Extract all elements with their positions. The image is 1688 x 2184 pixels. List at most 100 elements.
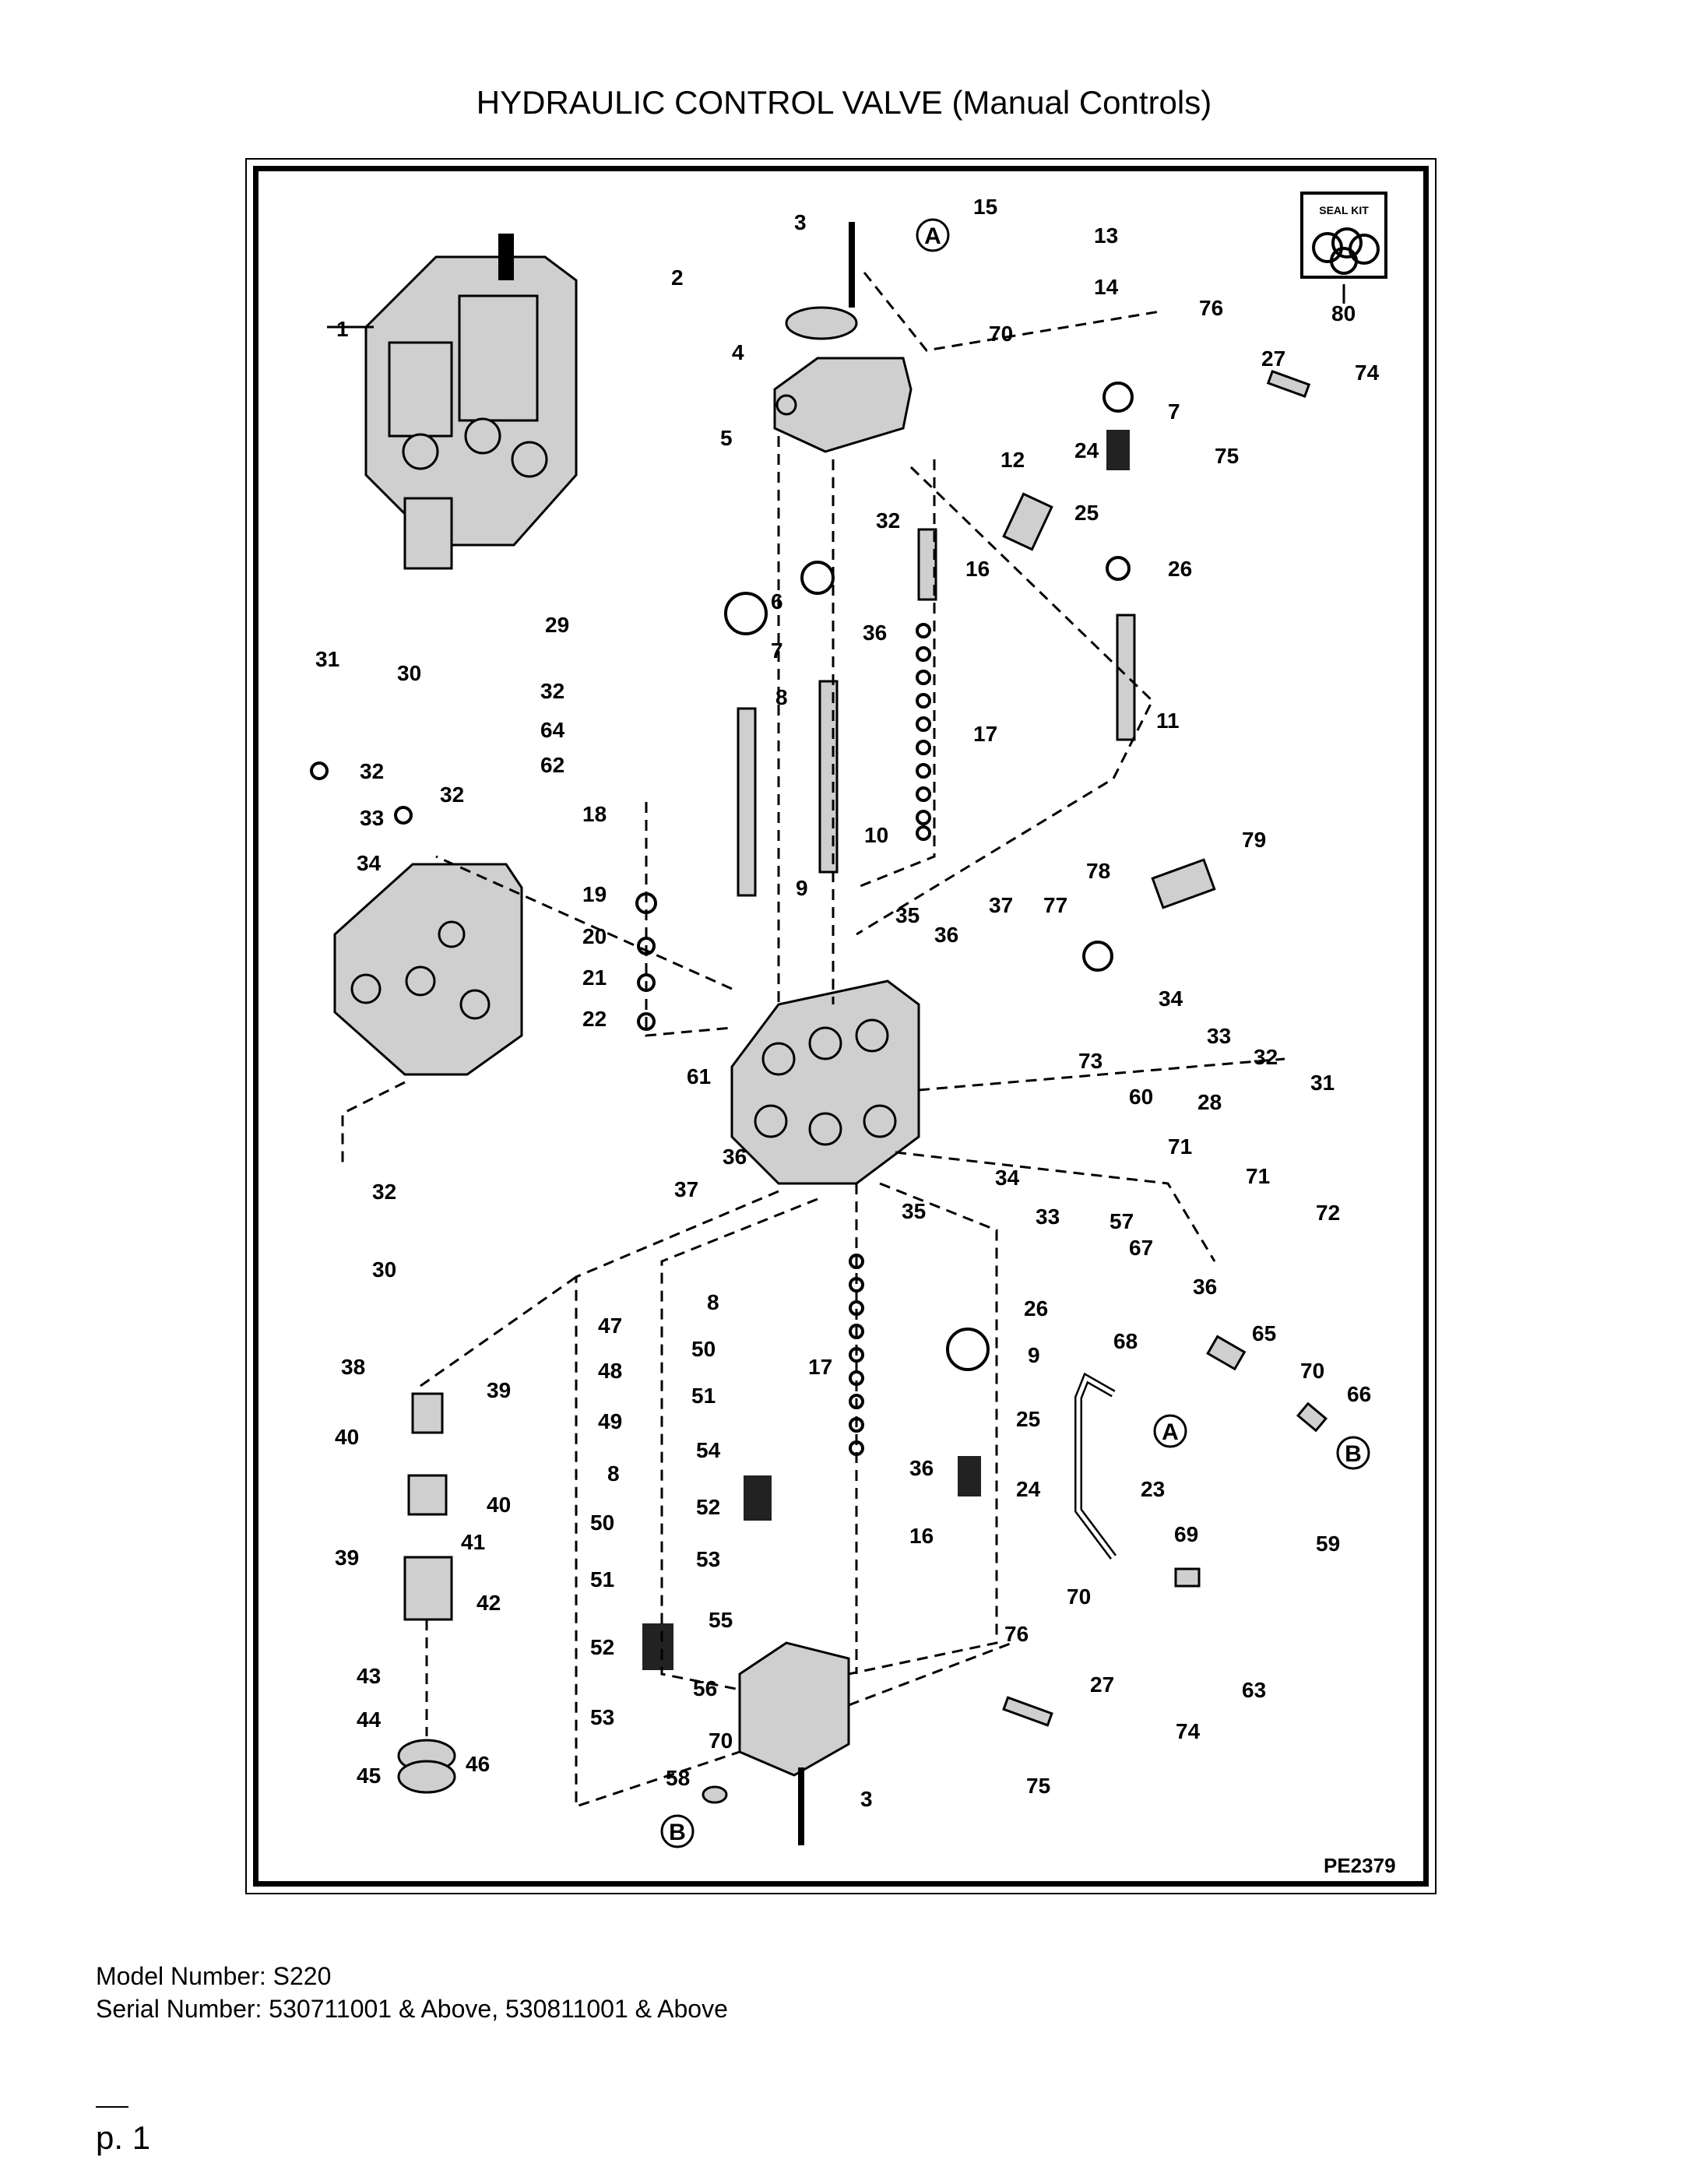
callout-79: 79 — [1242, 828, 1266, 852]
callout-48: 48 — [598, 1359, 622, 1383]
seal-kit-icon: SEAL KIT — [1300, 192, 1387, 304]
callout-32: 32 — [360, 759, 384, 783]
valve-body-illustration — [333, 863, 523, 1076]
callout-41: 41 — [461, 1530, 485, 1554]
callout-62: 62 — [540, 753, 564, 777]
model-number: Model Number: S220 — [96, 1962, 332, 1990]
callout-44: 44 — [357, 1707, 382, 1732]
callout-28: 28 — [1197, 1090, 1222, 1114]
callout-51: 51 — [590, 1567, 614, 1591]
callout-32: 32 — [372, 1180, 396, 1204]
callout-52: 52 — [696, 1495, 720, 1519]
callout-33: 33 — [1207, 1024, 1231, 1048]
callout-17: 17 — [808, 1355, 832, 1379]
callout-30: 30 — [397, 661, 421, 685]
callout-39: 39 — [335, 1546, 359, 1570]
callout-8: 8 — [707, 1290, 719, 1314]
callout-21: 21 — [582, 965, 607, 990]
callout-55: 55 — [709, 1608, 733, 1632]
callout-54: 54 — [696, 1438, 721, 1462]
callout-2: 2 — [671, 266, 684, 290]
callout-32: 32 — [540, 679, 564, 703]
callout-78: 78 — [1086, 859, 1110, 883]
callout-26: 26 — [1168, 557, 1192, 581]
callout-70: 70 — [1300, 1359, 1324, 1383]
callout-27: 27 — [1261, 346, 1285, 371]
callout-66: 66 — [1347, 1382, 1371, 1406]
callout-45: 45 — [357, 1764, 381, 1788]
callout-13: 13 — [1094, 223, 1118, 248]
callout-8: 8 — [775, 685, 788, 709]
callout-32: 32 — [440, 783, 464, 807]
callout-53: 53 — [590, 1705, 614, 1729]
callout-36: 36 — [1193, 1275, 1217, 1299]
valve-assembly-illustration — [327, 234, 578, 570]
main-valve-body-illustration — [730, 979, 920, 1185]
serial-number: Serial Number: 530711001 & Above, 530811… — [96, 1995, 728, 2023]
page-title: HYDRAULIC CONTROL VALVE (Manual Controls… — [476, 84, 1212, 121]
diagram-frame-outer — [245, 158, 1437, 1894]
connector-ref-b-right: B — [1336, 1436, 1370, 1470]
seal-kit-label: SEAL KIT — [1319, 204, 1369, 216]
callout-6: 6 — [771, 589, 783, 614]
callout-9: 9 — [796, 876, 808, 900]
callout-31: 31 — [1310, 1071, 1335, 1095]
callout-64: 64 — [540, 718, 565, 742]
callout-36: 36 — [909, 1456, 934, 1480]
callout-37: 37 — [989, 893, 1013, 917]
callout-70: 70 — [709, 1729, 733, 1753]
connector-ref-label: B — [1345, 1441, 1362, 1467]
connector-ref-label: B — [669, 1820, 686, 1845]
connector-ref-label: A — [924, 223, 941, 249]
callout-52: 52 — [590, 1635, 614, 1659]
callout-35: 35 — [902, 1199, 926, 1223]
callout-27: 27 — [1090, 1672, 1114, 1697]
callout-60: 60 — [1129, 1085, 1153, 1109]
figure-code: PE2379 — [1324, 1854, 1396, 1877]
callout-34: 34 — [995, 1166, 1020, 1190]
callout-20: 20 — [582, 924, 607, 948]
callout-18: 18 — [582, 802, 607, 826]
callout-70: 70 — [1067, 1584, 1091, 1609]
callout-labels: 1 2 3 4 5 6 7 7 8 9 10 11 12 13 14 15 16… — [315, 195, 1380, 1811]
callout-25: 25 — [1016, 1407, 1040, 1431]
callout-46: 46 — [466, 1752, 490, 1776]
callout-8: 8 — [607, 1461, 620, 1486]
callout-5: 5 — [720, 426, 733, 450]
callout-75: 75 — [1026, 1774, 1050, 1798]
callout-24: 24 — [1074, 438, 1099, 462]
callout-77: 77 — [1043, 893, 1067, 917]
callout-17: 17 — [973, 722, 997, 746]
spool-illustrations — [737, 492, 1136, 897]
callout-38: 38 — [341, 1355, 365, 1379]
callout-35: 35 — [895, 903, 920, 927]
callout-9: 9 — [1028, 1343, 1040, 1367]
callout-11: 11 — [1156, 709, 1180, 733]
callout-40: 40 — [487, 1493, 511, 1517]
callout-3: 3 — [860, 1787, 873, 1811]
connector-ref-a-top: A — [916, 218, 950, 252]
callout-7: 7 — [1168, 399, 1180, 424]
callout-36: 36 — [863, 621, 887, 645]
callout-25: 25 — [1074, 501, 1099, 525]
callout-4: 4 — [732, 340, 744, 364]
top-cover-illustration — [773, 222, 913, 453]
callout-74: 74 — [1355, 360, 1380, 385]
callout-76: 76 — [1199, 296, 1223, 320]
springs — [642, 430, 1130, 1670]
callout-16: 16 — [965, 557, 990, 581]
fitting-illustrations — [1002, 370, 1328, 1727]
callout-71: 71 — [1168, 1134, 1192, 1159]
callout-49: 49 — [598, 1409, 622, 1433]
callout-7: 7 — [771, 638, 783, 663]
callout-51: 51 — [691, 1384, 716, 1408]
callout-56: 56 — [693, 1676, 717, 1700]
assembly-guide-lines — [341, 272, 1285, 1809]
callout-34: 34 — [357, 851, 382, 875]
callout-30: 30 — [372, 1257, 396, 1282]
callout-32: 32 — [876, 508, 900, 533]
callout-47: 47 — [598, 1314, 622, 1338]
page-rule — [96, 2106, 128, 2108]
callout-80: 80 — [1331, 301, 1356, 325]
